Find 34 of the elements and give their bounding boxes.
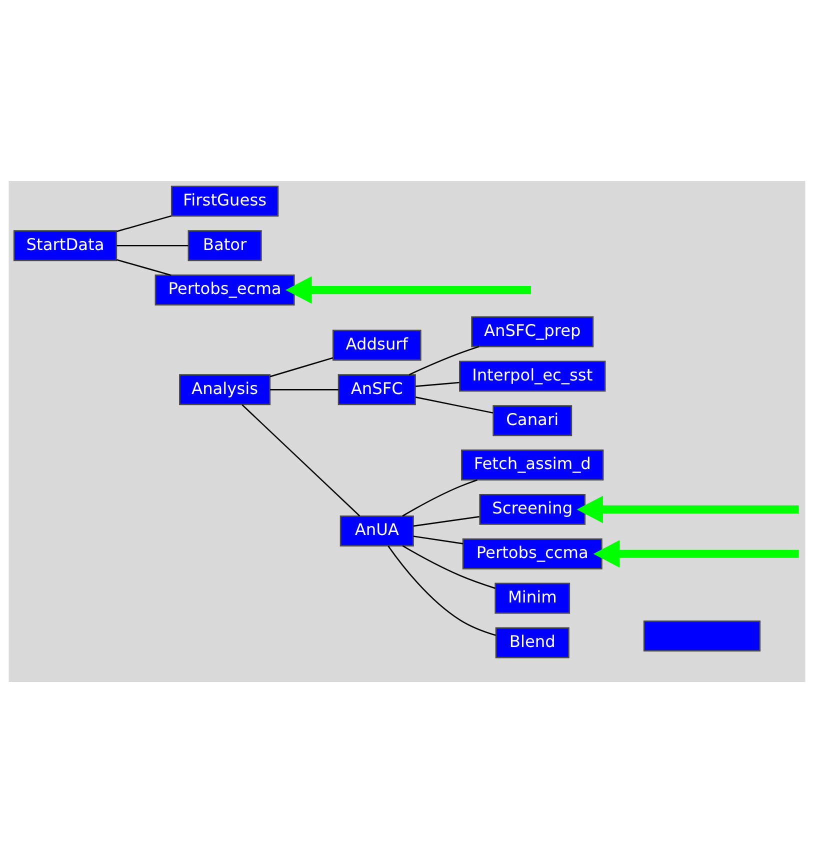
connector — [270, 388, 338, 390]
connector — [413, 516, 480, 526]
connector — [402, 478, 478, 516]
node-box: AnSFC_prep — [471, 316, 594, 347]
connector — [116, 214, 172, 232]
connector — [116, 258, 172, 276]
node-box — [643, 620, 761, 651]
node-box: AnUA — [340, 515, 414, 546]
node-box: Pertobs_ecma — [154, 274, 295, 306]
connector — [116, 244, 188, 246]
node-box: Fetch_assim_d — [461, 449, 604, 480]
node-box: Minim — [494, 582, 570, 614]
connector — [416, 396, 494, 414]
connector — [270, 356, 334, 377]
node-box: Screening — [479, 493, 586, 524]
connector — [413, 535, 464, 544]
node-box: FirstGuess — [170, 185, 279, 216]
arrow — [576, 495, 799, 523]
node-box: Canari — [492, 404, 572, 436]
node-box: Bator — [188, 230, 262, 261]
node-box: Interpol_ec_sst — [459, 360, 606, 392]
connector — [402, 544, 496, 588]
node-box: StartData — [13, 230, 118, 261]
connector — [408, 346, 480, 375]
connector — [416, 381, 460, 387]
node-box: Pertobs_ccma — [462, 538, 602, 569]
node-box: Analysis — [179, 374, 271, 405]
arrow — [286, 276, 531, 304]
connector — [242, 404, 360, 516]
node-box: Addsurf — [332, 329, 422, 360]
arrow — [593, 540, 799, 568]
node-box: Blend — [495, 626, 570, 658]
connector — [388, 545, 496, 636]
node-box: AnSFC — [338, 374, 416, 405]
